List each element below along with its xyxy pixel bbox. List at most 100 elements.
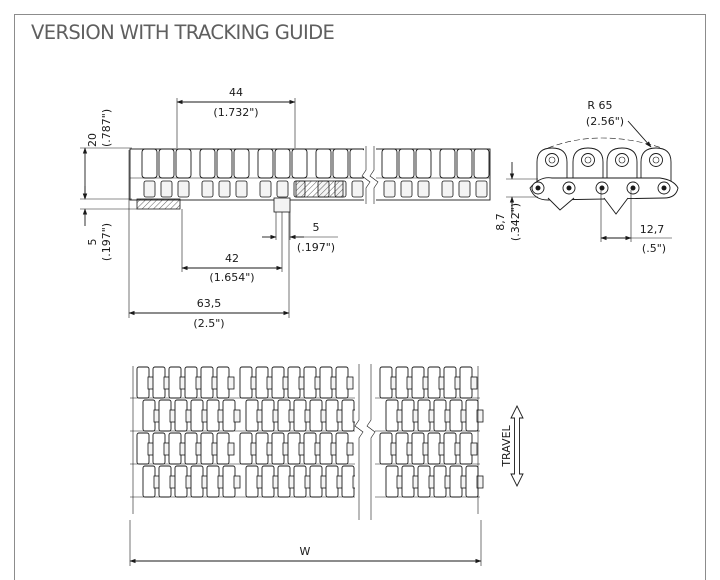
top-module — [255, 432, 269, 465]
guide-tooth-right — [603, 197, 629, 215]
top-module — [271, 366, 285, 399]
top-module — [411, 432, 425, 465]
side-module-bottom — [218, 180, 231, 198]
side-module-top — [398, 148, 415, 179]
top-module — [427, 366, 441, 399]
tracking-tab — [273, 197, 291, 213]
radius-value: R 65 — [587, 99, 612, 112]
side-module-top — [332, 148, 349, 179]
top-module — [433, 465, 447, 498]
side-module-bottom — [201, 180, 214, 198]
top-module-link — [346, 376, 354, 390]
top-module — [303, 366, 317, 399]
top-module — [239, 366, 253, 399]
guide-width-dimension: 5 (.197") — [262, 212, 338, 254]
top-module — [152, 366, 166, 399]
top-view-modules — [130, 362, 484, 520]
top-module — [261, 399, 275, 432]
end-view: R 65 (2.56") 8,7 (.342") 12,7 (.5") — [494, 99, 679, 255]
top-module — [309, 465, 323, 498]
top-module — [200, 366, 214, 399]
top-module — [245, 465, 259, 498]
top-module — [206, 465, 220, 498]
side-module-bottom — [160, 180, 173, 198]
pitch-inch: (1.732") — [213, 106, 258, 119]
top-module — [379, 366, 393, 399]
end-pitch-dimension: 12,7 (.5") — [600, 190, 672, 255]
top-module-link — [227, 442, 235, 456]
side-module-top — [274, 148, 291, 179]
side-module-bottom — [400, 180, 413, 198]
top-break-right — [366, 364, 376, 520]
tracking-guide-right — [295, 180, 344, 198]
top-module — [341, 399, 355, 432]
top-module — [385, 465, 399, 498]
top-module — [411, 366, 425, 399]
top-module — [459, 432, 473, 465]
top-module — [190, 465, 204, 498]
top-module — [465, 465, 479, 498]
break-line-left — [361, 146, 371, 204]
edge-width-inch: (2.5") — [193, 317, 224, 330]
side-module-top — [439, 148, 456, 179]
side-module-top — [315, 148, 332, 179]
top-module — [206, 399, 220, 432]
top-module — [319, 366, 333, 399]
top-module-link — [233, 475, 241, 489]
side-module-top — [381, 148, 398, 179]
guide-spacing-inch: (1.654") — [209, 271, 254, 284]
side-module-top — [456, 148, 473, 179]
side-module-bottom — [235, 180, 248, 198]
side-module-top — [473, 148, 490, 179]
top-module — [449, 465, 463, 498]
side-module-bottom — [177, 180, 190, 198]
top-module — [325, 465, 339, 498]
drawing-frame — [14, 14, 706, 580]
link-hole — [615, 153, 629, 167]
radius-inch: (2.56") — [586, 115, 624, 128]
top-module — [158, 465, 172, 498]
top-module — [168, 432, 182, 465]
height-inch: (.787") — [100, 109, 113, 147]
top-module — [433, 399, 447, 432]
top-module — [158, 399, 172, 432]
top-module — [401, 465, 415, 498]
page-title: VERSION WITH TRACKING GUIDE — [31, 21, 335, 44]
side-module-bottom — [458, 180, 471, 198]
break-gap — [364, 145, 376, 203]
side-module-bottom — [259, 180, 272, 198]
guide-width-value: 5 — [313, 221, 320, 234]
top-module — [287, 366, 301, 399]
side-module-top — [141, 148, 158, 179]
top-module — [261, 465, 275, 498]
pin-center — [566, 185, 572, 191]
top-module — [200, 432, 214, 465]
guide-width-inch: (.197") — [297, 241, 335, 254]
top-module — [136, 432, 150, 465]
top-break-left — [354, 364, 364, 520]
top-module — [465, 399, 479, 432]
top-module — [379, 432, 393, 465]
top-module — [443, 366, 457, 399]
top-module — [152, 432, 166, 465]
side-module-top — [233, 148, 250, 179]
top-module — [142, 465, 156, 498]
top-module — [319, 432, 333, 465]
top-module-link — [476, 475, 484, 489]
end-view-links — [529, 147, 679, 215]
guide-height-value: 5 — [86, 239, 99, 246]
thickness-dimension: 8,7 (.342") — [494, 162, 538, 241]
top-module — [174, 399, 188, 432]
pitch-dimension: 44 (1.732") — [176, 86, 296, 148]
top-module — [293, 465, 307, 498]
top-module — [335, 432, 349, 465]
top-module — [449, 399, 463, 432]
top-module-link — [227, 376, 235, 390]
top-module — [168, 366, 182, 399]
side-view: 44 (1.732") 20 (.787") 5 (.197") — [80, 86, 491, 330]
link-hole-inner — [548, 156, 556, 164]
top-module — [136, 366, 150, 399]
top-module-link — [346, 442, 354, 456]
link-hole-inner — [652, 156, 660, 164]
